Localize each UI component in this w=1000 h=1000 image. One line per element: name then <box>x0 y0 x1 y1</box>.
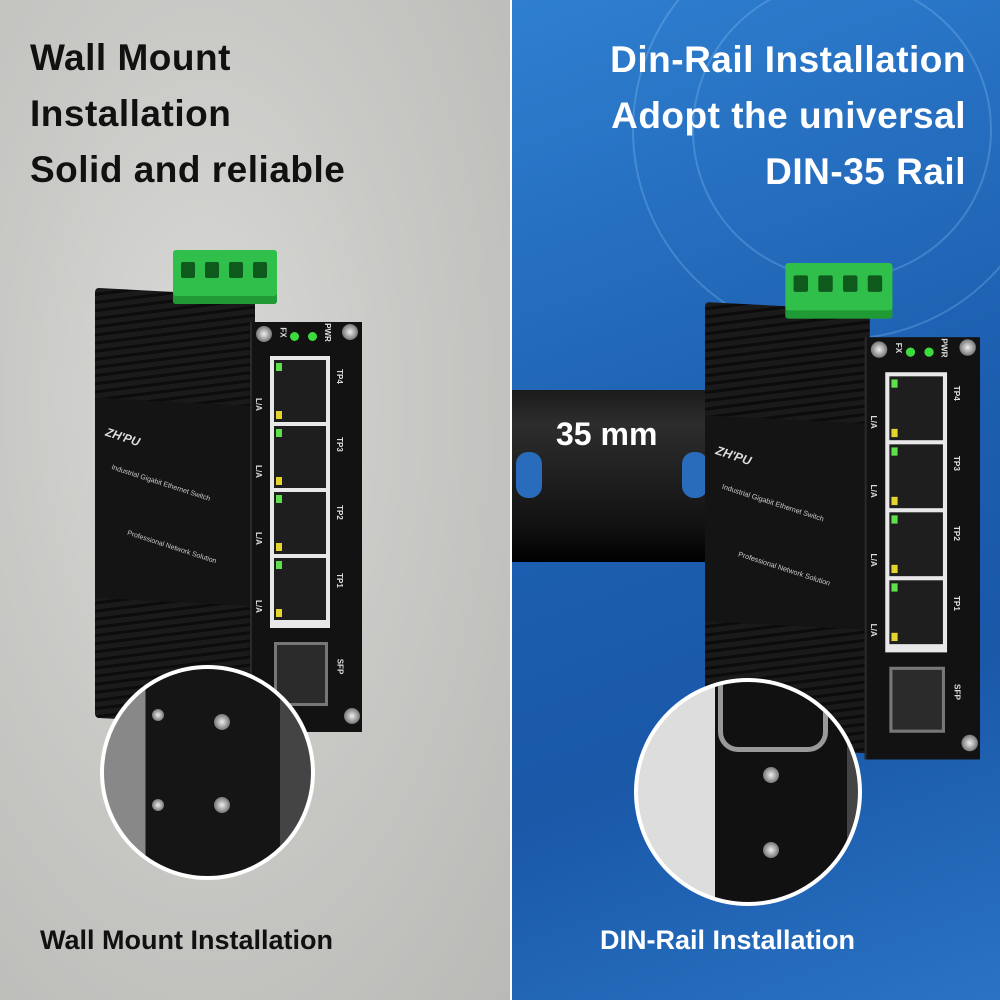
screw-icon <box>763 842 779 858</box>
la-label: L/A <box>253 600 263 613</box>
power-terminal-block <box>173 250 277 304</box>
rj45-port <box>889 580 943 645</box>
power-terminal-block <box>785 263 893 319</box>
din-rail-panel: Din-Rail Installation Adopt the universa… <box>512 0 1000 1000</box>
pwr-led <box>308 332 317 341</box>
screw-icon <box>870 341 888 358</box>
port-label: TP3 <box>334 437 344 452</box>
rj45-port <box>889 376 943 441</box>
screw-icon <box>256 326 272 342</box>
rj45-port <box>889 444 943 509</box>
fx-led <box>905 347 916 357</box>
pwr-label: PWR <box>322 323 332 342</box>
la-label: L/A <box>868 553 878 567</box>
din-rail-caption: DIN-Rail Installation <box>600 925 856 955</box>
rj45-ports <box>270 356 330 628</box>
switch-device: ZH'PU Industrial Gigabit Ethernet Switch… <box>705 263 983 760</box>
screw-icon <box>214 714 230 730</box>
rj45-port <box>889 512 943 577</box>
fx-label: FX <box>894 342 904 354</box>
switch-device: ZH'PU Industrial Gigabit Ethernet Switch… <box>95 250 365 732</box>
rj45-port <box>274 426 326 488</box>
la-label: L/A <box>253 465 263 478</box>
din-rail-heading: Din-Rail Installation Adopt the universa… <box>610 39 966 192</box>
screw-icon <box>214 797 230 813</box>
port-label: TP2 <box>952 525 962 541</box>
rj45-ports <box>885 372 948 653</box>
la-label: L/A <box>253 398 263 411</box>
rj45-port <box>274 558 326 620</box>
screw-icon <box>961 734 978 752</box>
screw-icon <box>763 767 779 783</box>
screw-icon <box>344 708 360 724</box>
fx-label: FX <box>278 327 288 338</box>
port-label: TP4 <box>952 385 962 401</box>
pwr-led <box>924 347 934 357</box>
rj45-port <box>274 360 326 422</box>
screw-icon <box>959 339 976 356</box>
sfp-label: SFP <box>952 684 962 701</box>
port-label: TP4 <box>334 369 344 384</box>
port-label: TP3 <box>952 455 962 471</box>
wall-mount-bracket-inset <box>100 665 315 880</box>
sfp-label: SFP <box>335 658 345 675</box>
switch-front-panel: FX PWR L/A L/A L/A L/A TP4 TP3 TP2 TP1 S… <box>864 337 981 760</box>
pwr-label: PWR <box>939 338 949 358</box>
screw-icon <box>342 324 358 340</box>
wall-mount-panel: Wall Mount Installation Solid and reliab… <box>0 0 510 1000</box>
la-label: L/A <box>868 415 878 429</box>
port-label: TP1 <box>952 595 962 612</box>
fx-led <box>290 332 299 341</box>
rj45-port <box>274 492 326 554</box>
wall-mount-caption: Wall Mount Installation <box>40 925 333 955</box>
din-rail-clip-inset <box>634 678 862 906</box>
la-label: L/A <box>868 484 878 498</box>
switch-front-panel: FX PWR L/A L/A L/A L/A TP4 TP3 TP2 TP1 S… <box>250 322 362 732</box>
sfp-port <box>889 666 945 733</box>
port-label: TP2 <box>334 505 344 520</box>
la-label: L/A <box>253 532 263 545</box>
port-label: TP1 <box>334 573 344 588</box>
screw-icon <box>152 709 164 721</box>
screw-icon <box>152 799 164 811</box>
switch-side-heatsink <box>95 287 255 727</box>
rail-size-label: 35 mm <box>556 416 658 452</box>
la-label: L/A <box>868 623 878 637</box>
din-rail <box>512 390 712 562</box>
wall-mount-heading: Wall Mount Installation Solid and reliab… <box>30 37 346 190</box>
